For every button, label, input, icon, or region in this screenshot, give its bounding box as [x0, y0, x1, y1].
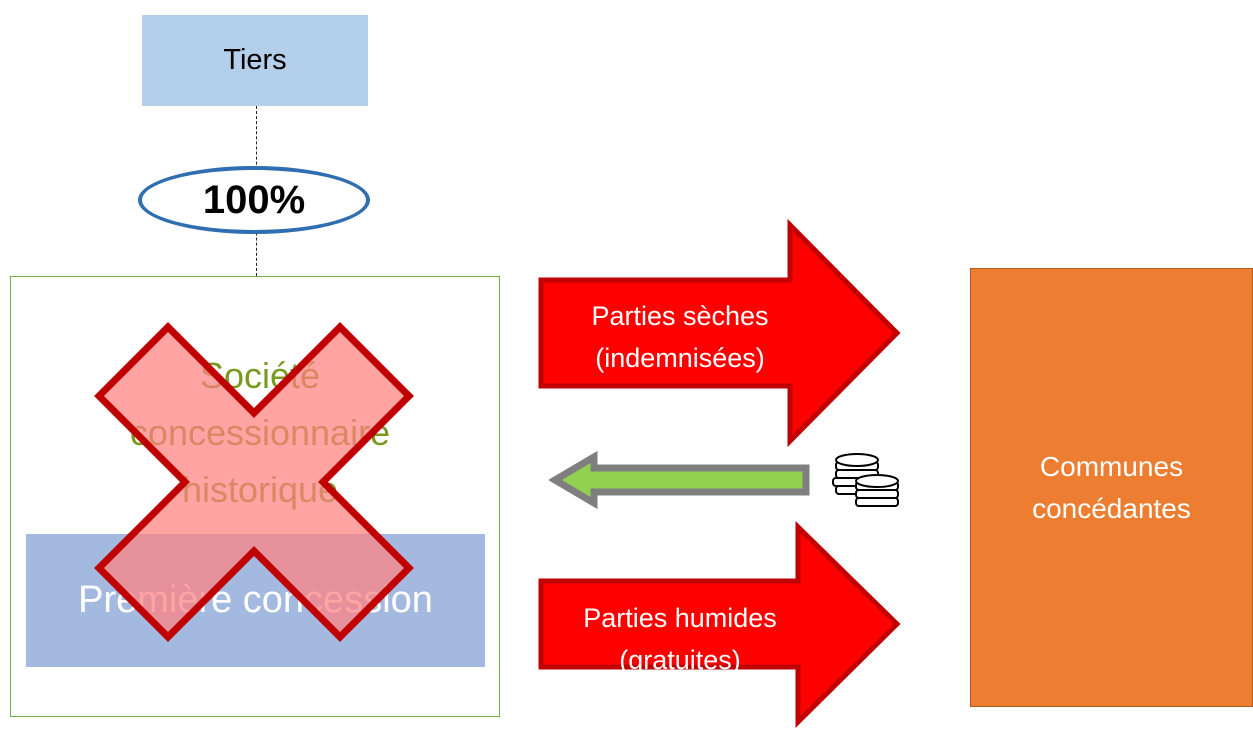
dry-parts-label: Parties sèches (indemnisées)	[591, 301, 769, 373]
tiers-label: Tiers	[223, 44, 287, 76]
wet-parts-arrow	[538, 521, 901, 728]
payment-arrow	[548, 450, 810, 510]
communes-box: Communes concédantes	[970, 268, 1253, 707]
tiers-box: Tiers	[142, 15, 368, 106]
ownership-ellipse: 100%	[138, 166, 370, 234]
ownership-percent: 100%	[202, 177, 306, 222]
wet-parts-label: Parties humides (gratuites)	[583, 603, 777, 675]
dry-parts-arrow	[538, 218, 901, 448]
cross-out-icon	[94, 322, 414, 642]
coins-icon	[832, 453, 899, 507]
